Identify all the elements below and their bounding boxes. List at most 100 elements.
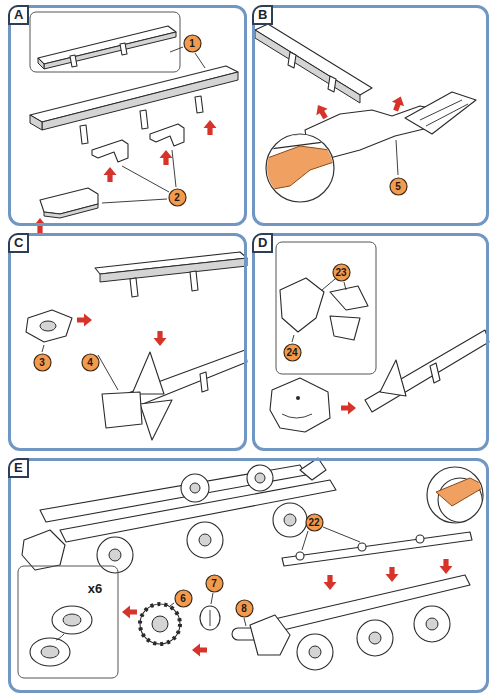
detail-zoom — [427, 467, 486, 523]
leader-lines — [102, 47, 205, 203]
wheel-inset — [18, 566, 118, 678]
wheels — [97, 537, 133, 573]
wheel-inset — [18, 566, 118, 678]
lion-head — [270, 378, 330, 432]
cross-pieces — [44, 204, 98, 218]
side-frame — [380, 360, 406, 396]
callout-text: 4 — [87, 357, 93, 368]
side-frame — [365, 330, 489, 412]
callout-circle — [206, 575, 223, 592]
axle-rod — [296, 552, 304, 560]
detail-zoom — [436, 478, 486, 506]
side-frame — [430, 363, 440, 383]
axle-rod — [282, 532, 472, 566]
lower-chassis — [357, 620, 393, 656]
step-letter: C — [8, 233, 29, 253]
red-arrows — [312, 102, 331, 121]
frame-inset — [38, 26, 176, 64]
callout-text: 7 — [211, 578, 217, 589]
wheels — [247, 465, 273, 491]
leader-lines — [302, 531, 308, 550]
side-frame — [190, 271, 198, 291]
step-panel: A12 — [8, 5, 247, 226]
detail-zoom — [262, 128, 340, 190]
step-panel: D2324 — [252, 233, 489, 451]
callout-circle — [390, 178, 407, 195]
head-inset — [276, 242, 376, 374]
leader-lines — [170, 47, 183, 52]
side-frame — [195, 96, 203, 113]
frame-assembly — [102, 392, 142, 428]
red-arrows — [160, 150, 173, 165]
frame-assembly — [140, 400, 172, 440]
wheels — [190, 483, 200, 493]
lower-chassis — [250, 575, 470, 670]
detail-zoom — [262, 128, 340, 150]
side-frame — [42, 72, 238, 130]
red-arrows — [204, 120, 217, 135]
cross-pieces — [92, 140, 128, 162]
wheels — [255, 473, 265, 483]
axle-rod — [416, 535, 424, 543]
head-inset — [330, 316, 360, 340]
red-arrows — [386, 567, 399, 582]
step-letter: E — [8, 458, 29, 478]
wheel-parts — [140, 604, 180, 644]
callout-text: 22 — [308, 517, 319, 528]
leader-lines — [323, 527, 360, 542]
quantity-label: x6 — [87, 581, 103, 596]
frame-assembly — [200, 372, 208, 392]
side-frame — [288, 52, 296, 68]
lower-chassis — [297, 634, 333, 670]
head-inset — [276, 242, 376, 374]
side-frame — [328, 76, 336, 92]
callout-circle — [184, 35, 201, 52]
lion-head — [296, 396, 300, 400]
callout-text: 24 — [286, 347, 297, 358]
callout-text: 8 — [241, 603, 247, 614]
lower-chassis — [369, 632, 381, 644]
callout-circle — [333, 264, 350, 281]
frame-inset — [120, 43, 127, 55]
side-frame — [255, 30, 360, 103]
leader-lines — [244, 618, 246, 626]
step-letter: B — [252, 5, 273, 25]
callout-number: 2 — [168, 188, 187, 207]
leader-lines — [172, 150, 176, 187]
callout-text: 6 — [180, 593, 186, 604]
red-arrows — [192, 644, 207, 657]
callout-text: 1 — [189, 38, 195, 49]
callout-circle — [175, 590, 192, 607]
lion-head — [270, 378, 330, 432]
callout-text: 5 — [395, 181, 401, 192]
callout-number: 8 — [235, 599, 254, 618]
frame-inset — [30, 12, 180, 72]
callout-number: 7 — [205, 574, 224, 593]
wheels — [97, 465, 307, 573]
cross-pieces — [150, 124, 184, 146]
leader-lines — [292, 335, 294, 342]
side-frame — [80, 125, 88, 144]
red-arrows — [324, 575, 337, 590]
leader-lines — [102, 199, 167, 203]
lower-chassis — [426, 618, 438, 630]
frame-inset — [38, 58, 44, 69]
spacer-piece — [26, 310, 72, 342]
side-frame — [255, 24, 372, 95]
frame-inset — [30, 12, 180, 72]
leader-lines — [170, 603, 174, 606]
red-arrows — [154, 331, 167, 346]
step-panel: B5 — [252, 5, 489, 226]
callout-circle — [82, 354, 99, 371]
callout-number: 3 — [33, 353, 52, 372]
tail-piece — [305, 92, 476, 158]
wheel-inset — [52, 606, 92, 634]
wheels — [181, 474, 209, 502]
leader-lines — [195, 53, 205, 68]
frame-assembly — [132, 352, 164, 394]
red-arrows — [104, 167, 117, 182]
wheel-parts — [140, 604, 180, 644]
detail-zoom — [436, 478, 486, 522]
side-frame — [30, 115, 42, 130]
